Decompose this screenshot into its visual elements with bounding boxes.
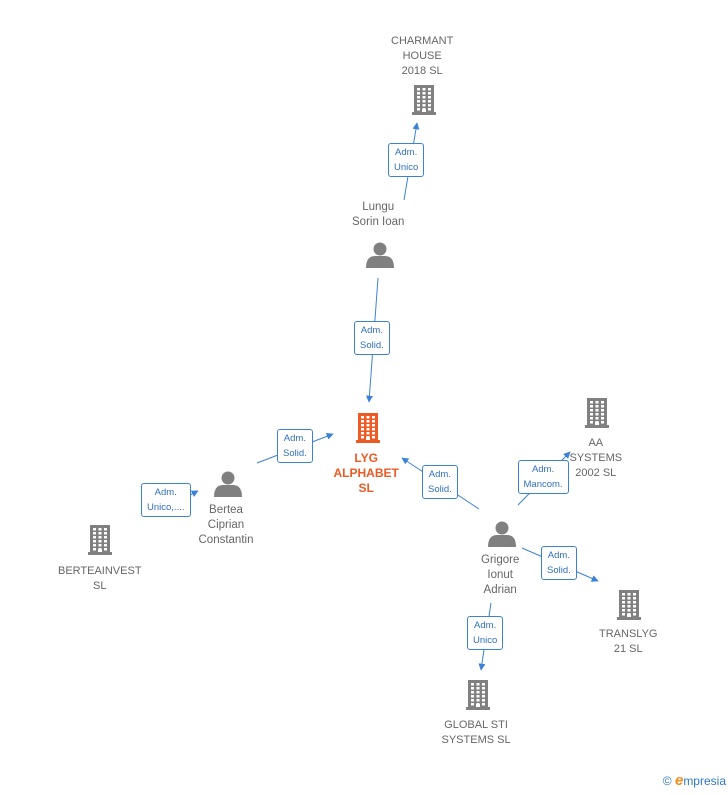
node-label-lyg[interactable]: LYG ALPHABET SL bbox=[333, 451, 399, 495]
translyg-building-icon[interactable] bbox=[617, 590, 641, 620]
edge-label-grigore-to-aa[interactable]: Adm. Mancom. bbox=[517, 460, 569, 494]
edge-label-lungu-to-lyg[interactable]: Adm. Solid. bbox=[354, 321, 390, 355]
node-label-charmant[interactable]: CHARMANT HOUSE 2018 SL bbox=[391, 35, 454, 77]
node-label-berteainvest[interactable]: BERTEAINVEST SL bbox=[58, 565, 142, 592]
berteainvest-building-icon[interactable] bbox=[88, 525, 112, 555]
charmant-building-icon[interactable] bbox=[412, 85, 436, 115]
brand-logo-e: e bbox=[674, 772, 684, 789]
edge-label-bertea-to-berteainvest[interactable]: Adm. Unico,.... bbox=[141, 483, 191, 517]
edge-label-bertea-to-lyg[interactable]: Adm. Solid. bbox=[277, 429, 313, 463]
edge-label-grigore-to-translyg[interactable]: Adm. Solid. bbox=[541, 546, 577, 580]
grigore-person-icon[interactable] bbox=[488, 521, 516, 548]
edge-label-grigore-to-lyg[interactable]: Adm. Solid. bbox=[422, 465, 458, 499]
node-label-aa[interactable]: AA SYSTEMS 2002 SL bbox=[569, 437, 623, 479]
brand-name: mpresia bbox=[683, 774, 726, 788]
copyright-symbol: © bbox=[662, 774, 672, 788]
node-label-translyg[interactable]: TRANSLYG 21 SL bbox=[599, 628, 658, 655]
node-label-lungu[interactable]: Lungu Sorin Ioan bbox=[352, 201, 405, 228]
node-label-grigore[interactable]: Grigore Ionut Adrian bbox=[481, 554, 520, 596]
footer-brand[interactable]: © empresia bbox=[663, 772, 726, 789]
icons-layer bbox=[88, 85, 641, 710]
node-label-bertea[interactable]: Bertea Ciprian Constantin bbox=[198, 504, 254, 546]
edge-label-lungu-to-charmant[interactable]: Adm. Unico bbox=[388, 143, 425, 177]
edge-label-grigore-to-globalsti[interactable]: Adm. Unico bbox=[467, 616, 504, 650]
lungu-person-icon[interactable] bbox=[366, 242, 394, 269]
globalsti-building-icon[interactable] bbox=[466, 680, 490, 710]
bertea-person-icon[interactable] bbox=[214, 471, 242, 498]
aa-building-icon[interactable] bbox=[585, 398, 609, 428]
lyg-building-icon[interactable] bbox=[356, 413, 380, 443]
node-label-globalsti[interactable]: GLOBAL STI SYSTEMS SL bbox=[441, 719, 511, 746]
